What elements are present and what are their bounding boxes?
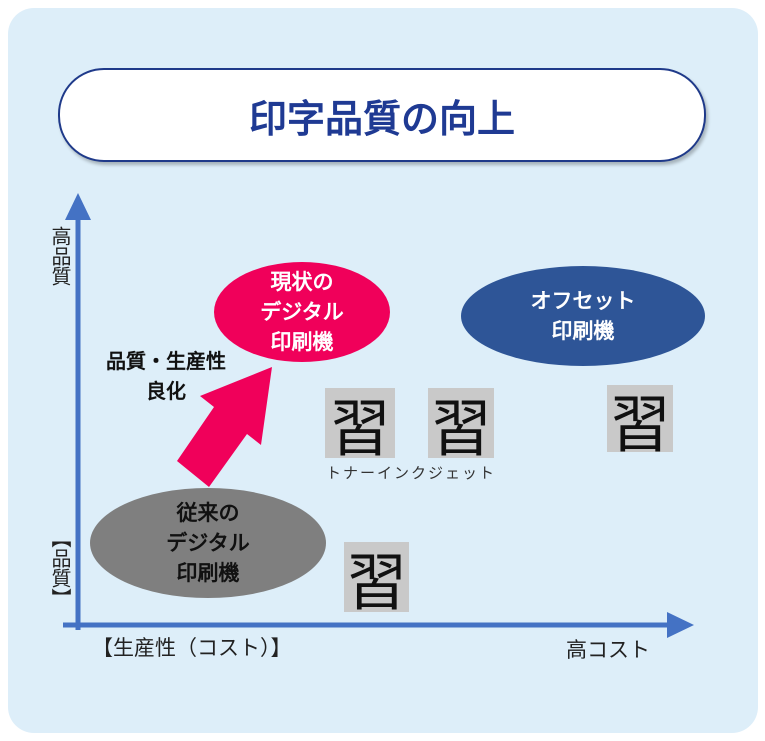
inkjet-sample-image: 習 <box>428 388 494 458</box>
offset-press-bubble: オフセット 印刷機 <box>461 266 705 366</box>
page-title: 印字品質の向上 <box>58 68 706 162</box>
improvement-label: 品質・生産性 良化 <box>106 349 226 403</box>
legacy-digital-press-bubble: 従来の デジタル 印刷機 <box>90 488 326 598</box>
x-axis-arrowhead <box>667 612 694 638</box>
current-digital-press-bubble: 現状の デジタル 印刷機 <box>214 262 390 362</box>
x-axis-right-label: 高コスト <box>566 638 650 662</box>
y-axis-arrowhead <box>65 193 91 220</box>
sample-caption: トナーインクジェット <box>326 464 497 482</box>
toner-sample-image: 習 <box>325 388 395 458</box>
improvement-arrow <box>177 367 272 487</box>
y-axis-label: 【品質】 <box>48 528 72 608</box>
x-axis-label: 【生産性（コスト）】 <box>92 636 292 660</box>
y-axis-top-label: 高品質 <box>48 226 72 286</box>
legacy-sample-image: 習 <box>344 542 409 612</box>
offset-sample-image: 習 <box>607 385 673 452</box>
